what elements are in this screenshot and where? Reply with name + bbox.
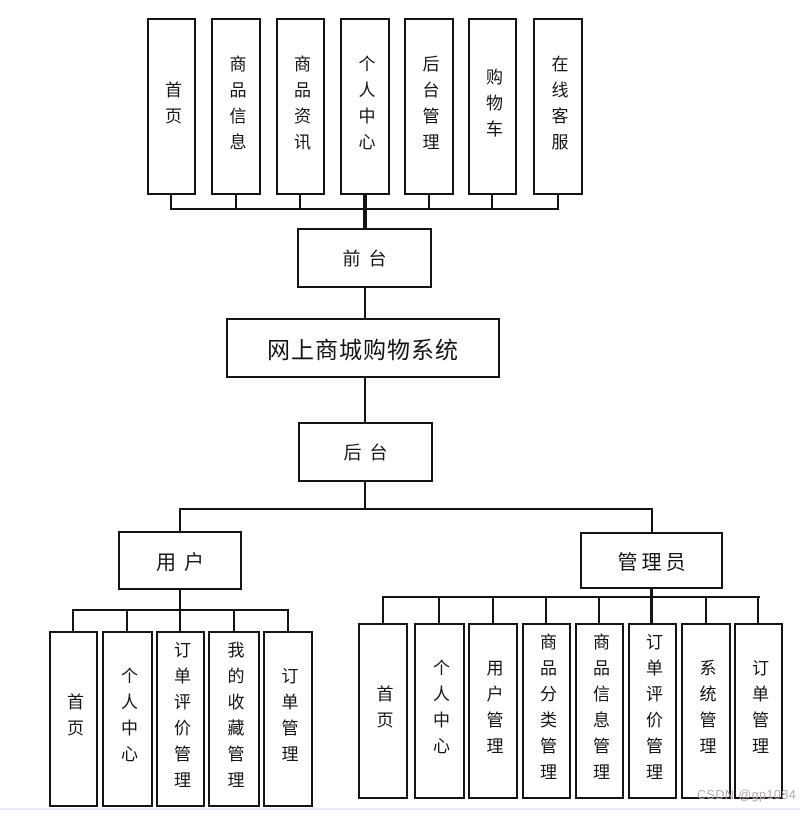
node-box-root: 网上商城购物系统 bbox=[226, 318, 500, 378]
admin-child-product-info-management-label: 商品信息管理 bbox=[590, 633, 609, 789]
connector-user-drop-1 bbox=[72, 611, 74, 631]
front-child-shopping-cart: 购物车 bbox=[468, 18, 517, 195]
user-child-home-label: 首页 bbox=[64, 693, 83, 745]
connector-user-drop-5 bbox=[287, 611, 289, 631]
admin-child-user-management-label: 用户管理 bbox=[483, 659, 503, 763]
node-root-label: 网上商城购物系统 bbox=[267, 338, 459, 363]
front-child-personal-center-label: 个人中心 bbox=[355, 54, 375, 159]
admin-child-order-review-management-label: 订单评价管理 bbox=[643, 633, 662, 789]
front-child-product-news-label: 商品资讯 bbox=[291, 54, 310, 159]
connector-front-stub-1 bbox=[170, 195, 172, 208]
node-user-label: 用户 bbox=[156, 552, 212, 574]
front-child-backend-management-label: 后台管理 bbox=[419, 54, 439, 159]
admin-child-system-management: 系统管理 bbox=[681, 623, 731, 799]
connector-front-root bbox=[364, 288, 366, 318]
front-child-home-label: 首页 bbox=[162, 80, 181, 133]
admin-child-category-management-label: 商品分类管理 bbox=[537, 633, 556, 789]
node-back-label: 后台 bbox=[343, 443, 396, 463]
front-child-personal-center: 个人中心 bbox=[340, 18, 390, 195]
user-child-order-review-management-label: 订单评价管理 bbox=[171, 641, 190, 797]
admin-child-user-management: 用户管理 bbox=[468, 623, 518, 799]
connector-admin-drop-4 bbox=[545, 598, 547, 623]
front-child-product-news: 商品资讯 bbox=[276, 18, 325, 195]
connector-drop-user bbox=[179, 510, 181, 531]
admin-child-personal-center: 个人中心 bbox=[414, 623, 465, 799]
connector-front-stub-5 bbox=[428, 195, 430, 208]
user-child-order-management-label: 订单管理 bbox=[278, 667, 298, 771]
user-child-personal-center-label: 个人中心 bbox=[118, 667, 137, 771]
connector-back-stub bbox=[364, 482, 366, 508]
admin-child-system-management-label: 系统管理 bbox=[696, 659, 716, 763]
user-child-home: 首页 bbox=[49, 631, 98, 807]
connector-back-split-bus bbox=[179, 508, 653, 510]
node-box-front: 前台 bbox=[297, 228, 432, 288]
user-child-order-review-management: 订单评价管理 bbox=[156, 631, 205, 807]
front-child-shopping-cart-label: 购物车 bbox=[483, 67, 502, 146]
user-child-order-management: 订单管理 bbox=[263, 631, 313, 807]
front-child-online-service: 在线客服 bbox=[533, 18, 583, 195]
front-child-product-info: 商品信息 bbox=[211, 18, 261, 195]
connector-user-drop-2 bbox=[126, 611, 128, 631]
connector-admin-drop-8 bbox=[757, 598, 759, 623]
user-child-favorites-management: 我的收藏管理 bbox=[208, 631, 260, 807]
node-admin-label: 管理员 bbox=[617, 552, 690, 574]
connector-user-bus bbox=[72, 609, 289, 611]
node-box-user: 用户 bbox=[118, 531, 242, 590]
admin-child-category-management: 商品分类管理 bbox=[522, 623, 571, 799]
admin-child-order-management-label: 订单管理 bbox=[749, 659, 768, 763]
front-child-backend-management: 后台管理 bbox=[404, 18, 454, 195]
connector-user-drop-4 bbox=[233, 611, 235, 631]
admin-child-product-info-management: 商品信息管理 bbox=[575, 623, 624, 799]
front-child-online-service-label: 在线客服 bbox=[548, 54, 568, 159]
admin-child-personal-center-label: 个人中心 bbox=[430, 659, 449, 763]
front-child-home: 首页 bbox=[147, 18, 196, 195]
connector-admin-drop-2 bbox=[438, 598, 440, 623]
admin-child-order-management: 订单管理 bbox=[734, 623, 783, 799]
admin-child-home: 首页 bbox=[358, 623, 408, 799]
connector-root-back bbox=[364, 378, 366, 422]
node-box-admin: 管理员 bbox=[580, 532, 723, 589]
connector-front-stub-6 bbox=[491, 195, 493, 208]
connector-admin-drop-1 bbox=[382, 598, 384, 623]
connector-admin-drop-7 bbox=[705, 598, 707, 623]
node-box-back: 后台 bbox=[298, 422, 433, 482]
connector-admin-drop-3 bbox=[492, 598, 494, 623]
connector-user-drop-3 bbox=[179, 611, 181, 631]
connector-front-stub-2 bbox=[235, 195, 237, 208]
connector-drop-admin bbox=[651, 510, 653, 532]
user-child-personal-center: 个人中心 bbox=[102, 631, 153, 807]
csdn-watermark: CSDN @gp1084 bbox=[697, 788, 797, 802]
connector-front-trunk bbox=[363, 195, 367, 228]
connector-admin-drop-5 bbox=[598, 598, 600, 623]
connector-front-stub-3 bbox=[299, 195, 301, 208]
connector-front-stub-7 bbox=[557, 195, 559, 208]
user-child-favorites-management-label: 我的收藏管理 bbox=[224, 641, 244, 797]
bottom-divider bbox=[0, 808, 800, 810]
connector-admin-drop-6 bbox=[650, 598, 653, 623]
connector-admin-stub bbox=[650, 589, 653, 596]
admin-child-home-label: 首页 bbox=[373, 685, 393, 737]
node-front-label: 前台 bbox=[342, 249, 395, 269]
admin-child-order-review-management: 订单评价管理 bbox=[628, 623, 677, 799]
connector-user-stub bbox=[179, 590, 181, 609]
connector-admin-bus bbox=[382, 596, 760, 598]
front-child-product-info-label: 商品信息 bbox=[226, 54, 246, 159]
